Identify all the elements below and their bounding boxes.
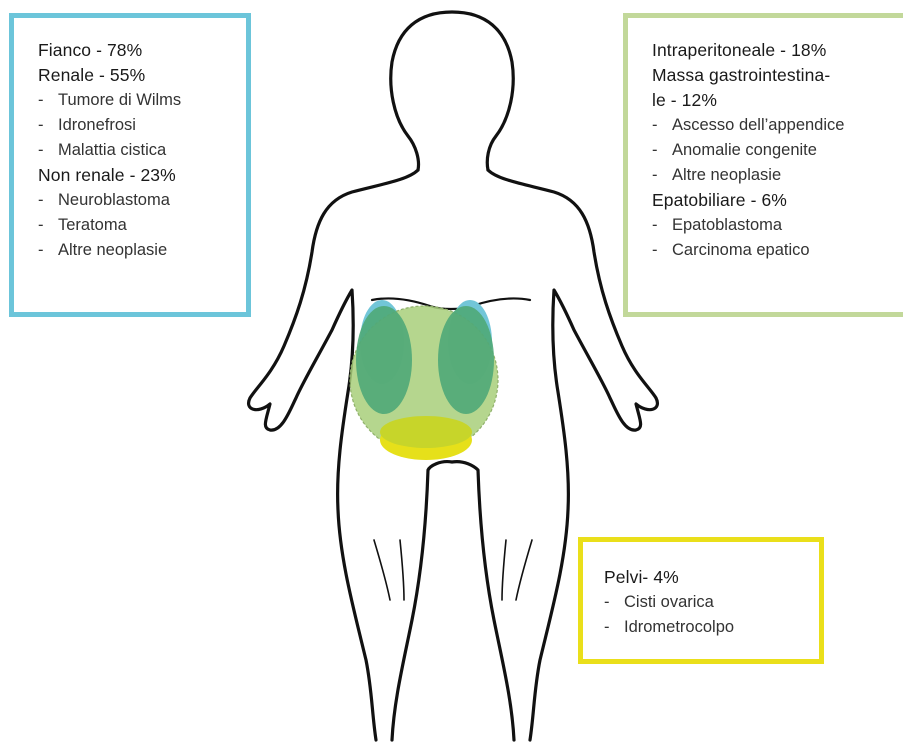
list-item: -Altre neoplasie — [38, 238, 236, 263]
intraperitoneal-title: Intraperitoneale - 18% — [652, 38, 897, 63]
pelvic-overlap — [380, 416, 472, 448]
knee-left — [374, 540, 404, 600]
flank-box: Fianco - 78% Renale - 55% -Tumore di Wil… — [9, 13, 251, 317]
left-kidney-region — [356, 306, 412, 414]
gi-heading-line1: Massa gastrointestina- — [652, 63, 897, 88]
knee-right — [502, 540, 532, 600]
list-item: -Idronefrosi — [38, 113, 236, 138]
list-item: -Carcinoma epatico — [652, 238, 897, 263]
list-item: -Teratoma — [38, 213, 236, 238]
hepato-heading: Epatobiliare - 6% — [652, 188, 897, 213]
list-item: -Idrometrocolpo — [604, 615, 809, 640]
renal-heading: Renale - 55% — [38, 63, 236, 88]
waist-line — [372, 298, 530, 309]
list-item: -Altre neoplasie — [652, 163, 897, 188]
list-item: -Ascesso dell’appendice — [652, 113, 897, 138]
pelvis-box: Pelvi- 4% -Cisti ovarica -Idrometrocolpo — [578, 537, 824, 664]
list-item: -Anomalie congenite — [652, 138, 897, 163]
pelvis-title: Pelvi- 4% — [604, 565, 809, 590]
head-outline — [391, 12, 513, 170]
list-item: -Malattia cistica — [38, 138, 236, 163]
flank-title: Fianco - 78% — [38, 38, 236, 63]
right-kidney-region — [438, 306, 494, 414]
intraperitoneal-box: Intraperitoneale - 18% Massa gastrointes… — [623, 13, 903, 317]
list-item: -Epatoblastoma — [652, 213, 897, 238]
list-item: -Cisti ovarica — [604, 590, 809, 615]
nonrenal-heading: Non renale - 23% — [38, 163, 236, 188]
abdominal-regions — [350, 300, 498, 460]
gi-heading-line2: le - 12% — [652, 88, 897, 113]
list-item: -Neuroblastoma — [38, 188, 236, 213]
legs-inner-outline — [392, 462, 514, 740]
list-item: -Tumore di Wilms — [38, 88, 236, 113]
left-side-outline — [249, 170, 418, 740]
